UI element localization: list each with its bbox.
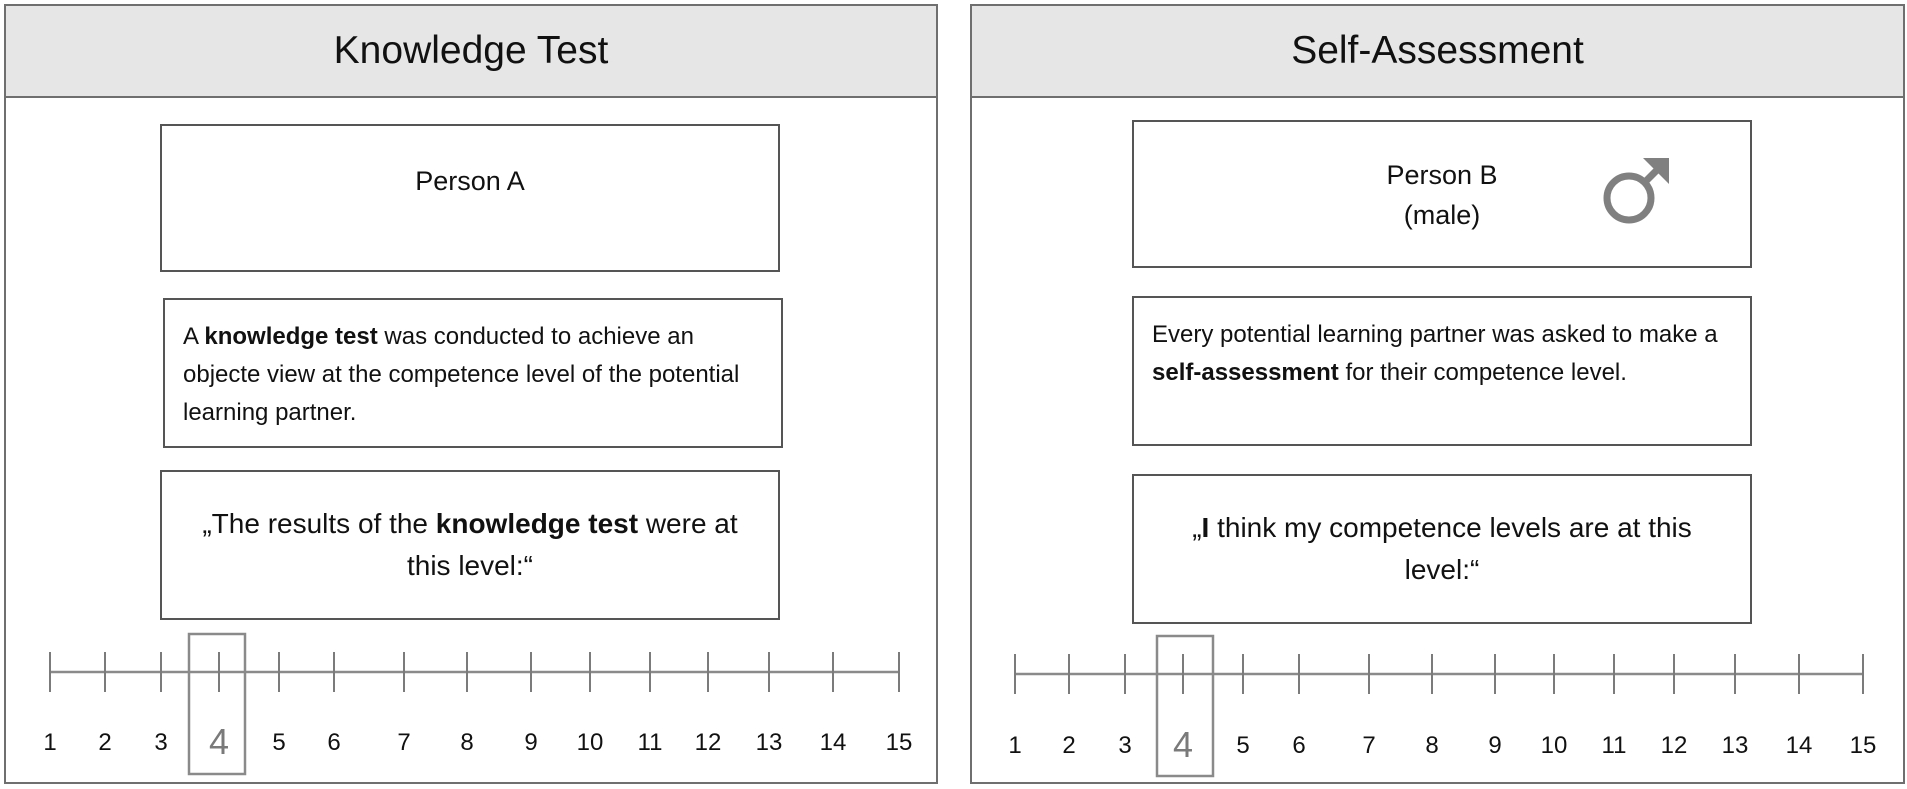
scale-tick-label: 14	[1786, 732, 1813, 759]
person-card: Person B (male)	[1132, 120, 1752, 268]
quote-text-bold: knowledge test	[435, 508, 639, 539]
description-text-end: was conducted to achieve an objecte view…	[183, 323, 740, 426]
scale-tick-label: 5	[1236, 732, 1249, 759]
description-text-bold: self-assessment	[1152, 359, 1339, 386]
quote-box: „I think my competence levels are at thi…	[1132, 474, 1752, 624]
scale-tick-label: 5	[272, 729, 285, 756]
scale-tick-label: 11	[1602, 732, 1627, 759]
selected-level-marker	[1155, 634, 1215, 778]
scale-tick-label: 9	[524, 729, 537, 756]
person-name: Person A	[415, 166, 525, 196]
person-card: Person A	[160, 124, 780, 272]
scale-tick-label: 6	[327, 729, 340, 756]
quote-text-start: „The results of the	[202, 508, 436, 539]
scale-tick-label: 15	[886, 729, 913, 756]
scale-tick-label: 8	[460, 729, 473, 756]
scale-tick-label: 15	[1850, 732, 1877, 759]
scale-tick-label: 13	[756, 729, 783, 756]
scale-tick-label: 7	[397, 729, 410, 756]
scale-tick-label: 2	[1062, 732, 1075, 759]
description-text-bold: knowledge test	[204, 323, 378, 350]
scale-tick-label: 4	[209, 721, 229, 762]
selected-level-marker	[187, 632, 247, 776]
scale-tick-label: 1	[43, 729, 56, 756]
quote-text-bold: I	[1201, 512, 1210, 543]
panel-title: Knowledge Test	[6, 6, 936, 98]
scale-tick-label: 4	[1173, 724, 1193, 765]
quote-text-start: „	[1192, 512, 1202, 543]
description-text-start: Every potential learning partner was ask…	[1152, 321, 1718, 348]
scale-tick-label: 12	[695, 729, 722, 756]
scale-tick-label: 6	[1292, 732, 1305, 759]
scale-tick-label: 7	[1362, 732, 1375, 759]
person-name: Person B	[1386, 160, 1498, 190]
description-text-start: A	[183, 323, 205, 350]
description-text-end: for their competence level.	[1338, 359, 1627, 386]
scale-tick-label: 12	[1661, 732, 1688, 759]
scale-tick-label: 14	[820, 729, 847, 756]
description-box: Every potential learning partner was ask…	[1132, 296, 1752, 446]
person-gender: (male)	[1403, 200, 1481, 230]
male-symbol-icon	[1603, 158, 1669, 224]
scale-tick-label: 3	[1118, 732, 1131, 759]
panel-title: Self-Assessment	[972, 6, 1903, 98]
knowledge-test-panel: Knowledge Test Person A A knowledge test…	[4, 4, 938, 784]
scale-tick-label: 13	[1722, 732, 1749, 759]
scale-tick-label: 9	[1488, 732, 1501, 759]
scale-tick-label: 1	[1008, 732, 1021, 759]
quote-box: „The results of the knowledge test were …	[160, 470, 780, 620]
scale-tick-label: 11	[638, 729, 663, 756]
scale-tick-label: 8	[1425, 732, 1438, 759]
scale-tick-label: 10	[577, 729, 604, 756]
scale-tick-label: 3	[154, 729, 167, 756]
quote-text-end: think my competence levels are at this l…	[1209, 512, 1692, 585]
scale-tick-label: 10	[1541, 732, 1568, 759]
quote-text-end: were at this level:“	[406, 508, 738, 581]
description-box: A knowledge test was conducted to achiev…	[163, 298, 783, 448]
self-assessment-panel: Self-Assessment Person B (male) Every po…	[970, 4, 1905, 784]
scale-tick-label: 2	[98, 729, 111, 756]
